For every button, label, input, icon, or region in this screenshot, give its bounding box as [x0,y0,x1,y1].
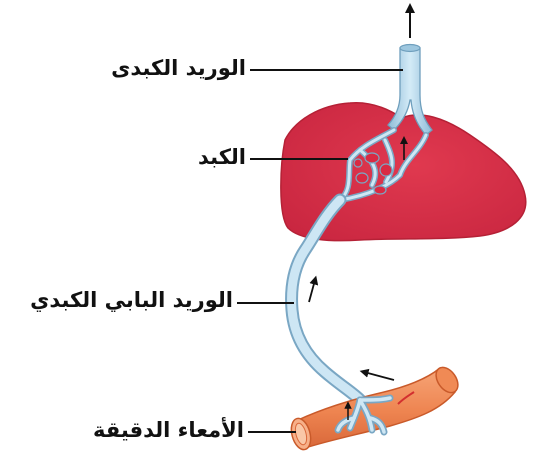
small-intestine [288,363,462,451]
intestine-flow-arrow [364,372,394,380]
portal-flow-arrow [309,280,315,302]
label-hepatic-portal-vein: الوريد البابي الكبدي [30,290,233,311]
label-liver: الكبد [198,147,246,168]
label-hepatic-vein: الوريد الكبدى [111,58,246,79]
label-small-intestine: الأمعاء الدقيقة [93,420,244,441]
hepatic-vein-opening [400,45,420,52]
